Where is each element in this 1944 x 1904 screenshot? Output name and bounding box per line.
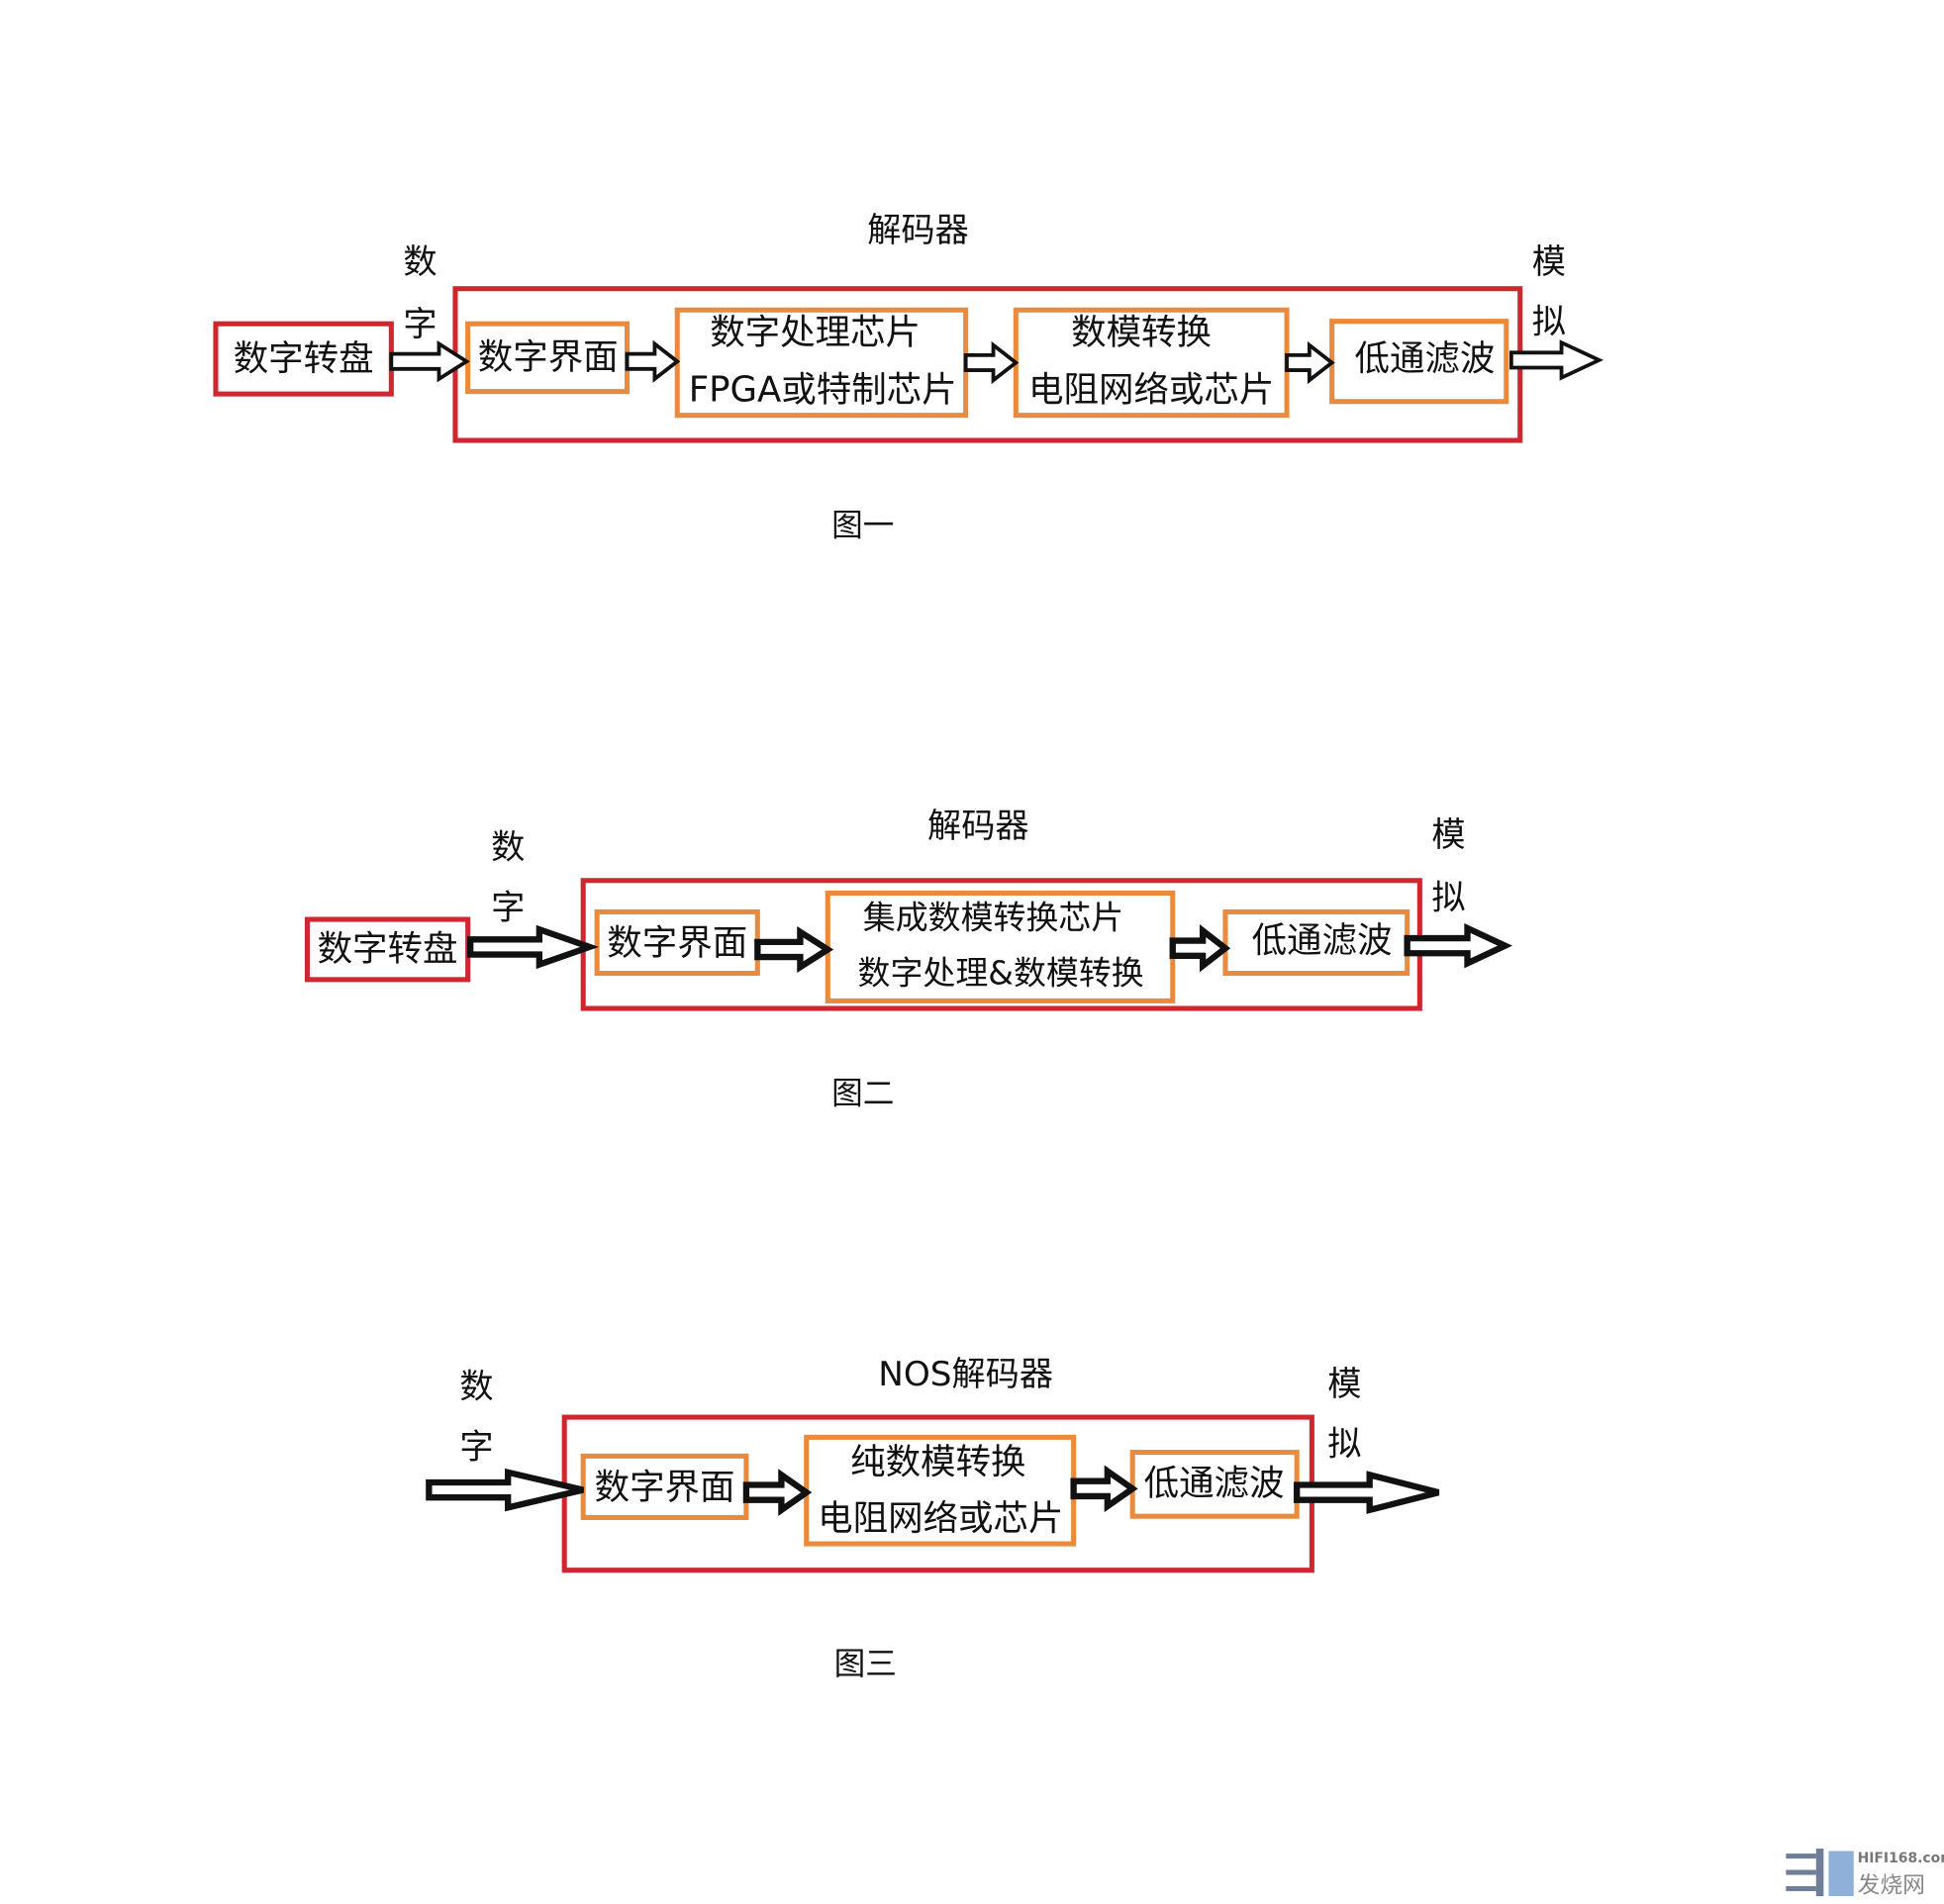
watermark-domain: HIFI168.com [1858,1851,1944,1866]
decoder-title: 解码器 [867,211,969,250]
output-label-char: 模 [1532,242,1566,282]
block-label: 数字处理&数模转换 [858,953,1144,992]
signal-arrows [389,339,1604,1516]
figure-3: NOS解码器 数 字 模 拟 数字界面 纯数模转换 电阻网络或芯片 低通滤波 图… [459,1355,1361,1682]
block-label: 数模转换 [1071,312,1212,352]
block-label: 低通滤波 [1354,338,1495,379]
decoder-title: 解码器 [927,807,1029,846]
arrow-icon [1404,922,1513,969]
input-label-char: 数 [403,242,437,282]
block-label: 电阻网络或芯片 [1028,370,1274,411]
block-label: 纯数模转换 [850,1442,1025,1482]
output-label-char: 拟 [1431,878,1465,917]
figure-caption: 图二 [831,1076,894,1111]
block-label: 数字处理芯片 [710,312,921,352]
block-label: 数字界面 [607,922,747,963]
logo-mark [1815,1848,1824,1897]
logo-mark [1786,1885,1816,1892]
block-label: 集成数模转换芯片 [863,899,1124,937]
arrow-icon [1070,1465,1138,1513]
input-label-char: 数 [459,1367,493,1406]
arrow-icon [754,925,834,973]
block-label: FPGA或特制芯片 [689,370,957,411]
block-label: 低通滤波 [1252,920,1393,961]
arrow-icon [466,924,600,970]
arrow-icon [625,339,681,383]
logo-mark [1786,1869,1816,1875]
output-label-char: 模 [1431,815,1465,855]
block-label: 低通滤波 [1144,1464,1285,1504]
arrow-icon [389,339,470,383]
arrow-icon [1508,339,1604,381]
input-label-char: 数 [491,828,525,868]
block-label: 数字界面 [478,337,619,378]
figure-caption: 图三 [834,1647,897,1682]
output-label-char: 拟 [1532,303,1566,342]
block-label: 数字界面 [595,1467,735,1507]
output-label-char: 拟 [1327,1425,1361,1465]
figure-caption: 图一 [831,508,894,543]
arrow-icon [1169,923,1231,973]
arrow-icon [963,340,1020,385]
input-label-char: 字 [403,305,437,344]
watermark-name: 发烧网 [1858,1872,1925,1898]
input-label-char: 字 [491,888,525,927]
block-label: 电阻网络或芯片 [818,1498,1063,1539]
input-label-char: 字 [459,1427,493,1467]
arrow-icon [742,1469,813,1516]
watermark-logo: HIFI168.com 发烧网 [1786,1848,1944,1898]
arrow-icon [426,1468,584,1512]
source-label: 数字转盘 [234,338,374,379]
output-label-char: 模 [1327,1365,1361,1404]
arrow-icon [1285,340,1335,385]
figure-1: 解码器 数 字 模 拟 数字转盘 数字界面 数字处理芯片 FPGA或特制芯片 数… [213,211,1566,543]
logo-mark [1786,1854,1816,1859]
decoder-title: NOS解码器 [878,1355,1053,1394]
arrow-icon [1294,1471,1440,1514]
figure-2: 解码器 数 字 模 拟 数字转盘 数字界面 集成数模转换芯片 数字处理&数模转换… [304,807,1466,1111]
logo-mark [1828,1851,1854,1897]
source-label: 数字转盘 [318,929,458,970]
